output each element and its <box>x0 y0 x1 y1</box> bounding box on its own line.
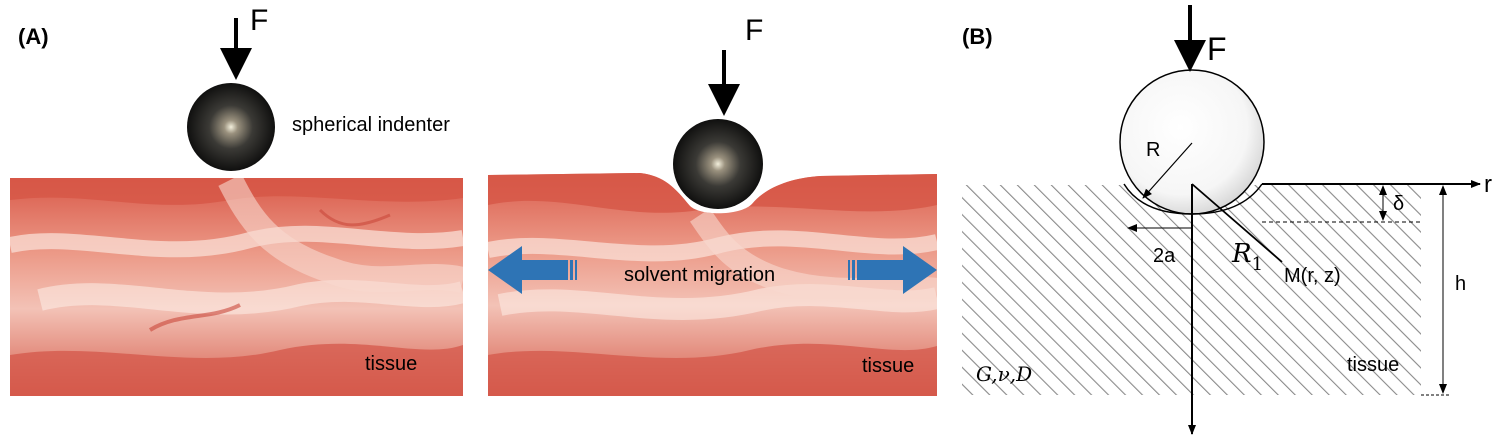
b-tissue-label: tissue <box>1347 354 1399 376</box>
right-force-label: F <box>745 14 763 47</box>
r1-label: R1 <box>1231 239 1263 275</box>
material-params-label: G,ν,D <box>976 362 1032 386</box>
r-axis-label: r <box>1484 171 1492 198</box>
left-spherical-indenter <box>187 83 275 171</box>
height-label: h <box>1455 273 1466 295</box>
b-force-label: F <box>1207 31 1227 67</box>
left-tissue-block <box>10 178 463 396</box>
left-tissue-label: tissue <box>365 353 417 375</box>
right-scene: F solvent migration tissue <box>488 14 937 396</box>
r1-subscript: 1 <box>1252 254 1263 275</box>
point-m-label: M(r, z) <box>1284 265 1341 287</box>
right-tissue-label: tissue <box>862 355 914 377</box>
radius-arrow <box>1142 142 1193 199</box>
panel-b: (B) F R r δ 2a R1 M(r, z) h <box>962 5 1492 435</box>
panel-a-label: (A) <box>18 24 49 49</box>
left-scene: F spherical indenter tissue <box>10 4 463 396</box>
left-force-label: F <box>250 4 268 37</box>
right-migration-arrow <box>848 246 937 294</box>
panel-a: (A) F spherical indenter tissue <box>10 4 937 396</box>
r1-line <box>1191 183 1283 263</box>
indent-depth-label: δ <box>1393 193 1404 215</box>
solvent-migration-label: solvent migration <box>624 264 775 286</box>
right-spherical-indenter <box>673 119 763 209</box>
left-migration-arrow <box>488 246 577 294</box>
panel-b-label: (B) <box>962 24 993 49</box>
contact-width-label: 2a <box>1153 245 1176 267</box>
radius-label: R <box>1146 139 1160 161</box>
indenter-label: spherical indenter <box>292 114 450 136</box>
